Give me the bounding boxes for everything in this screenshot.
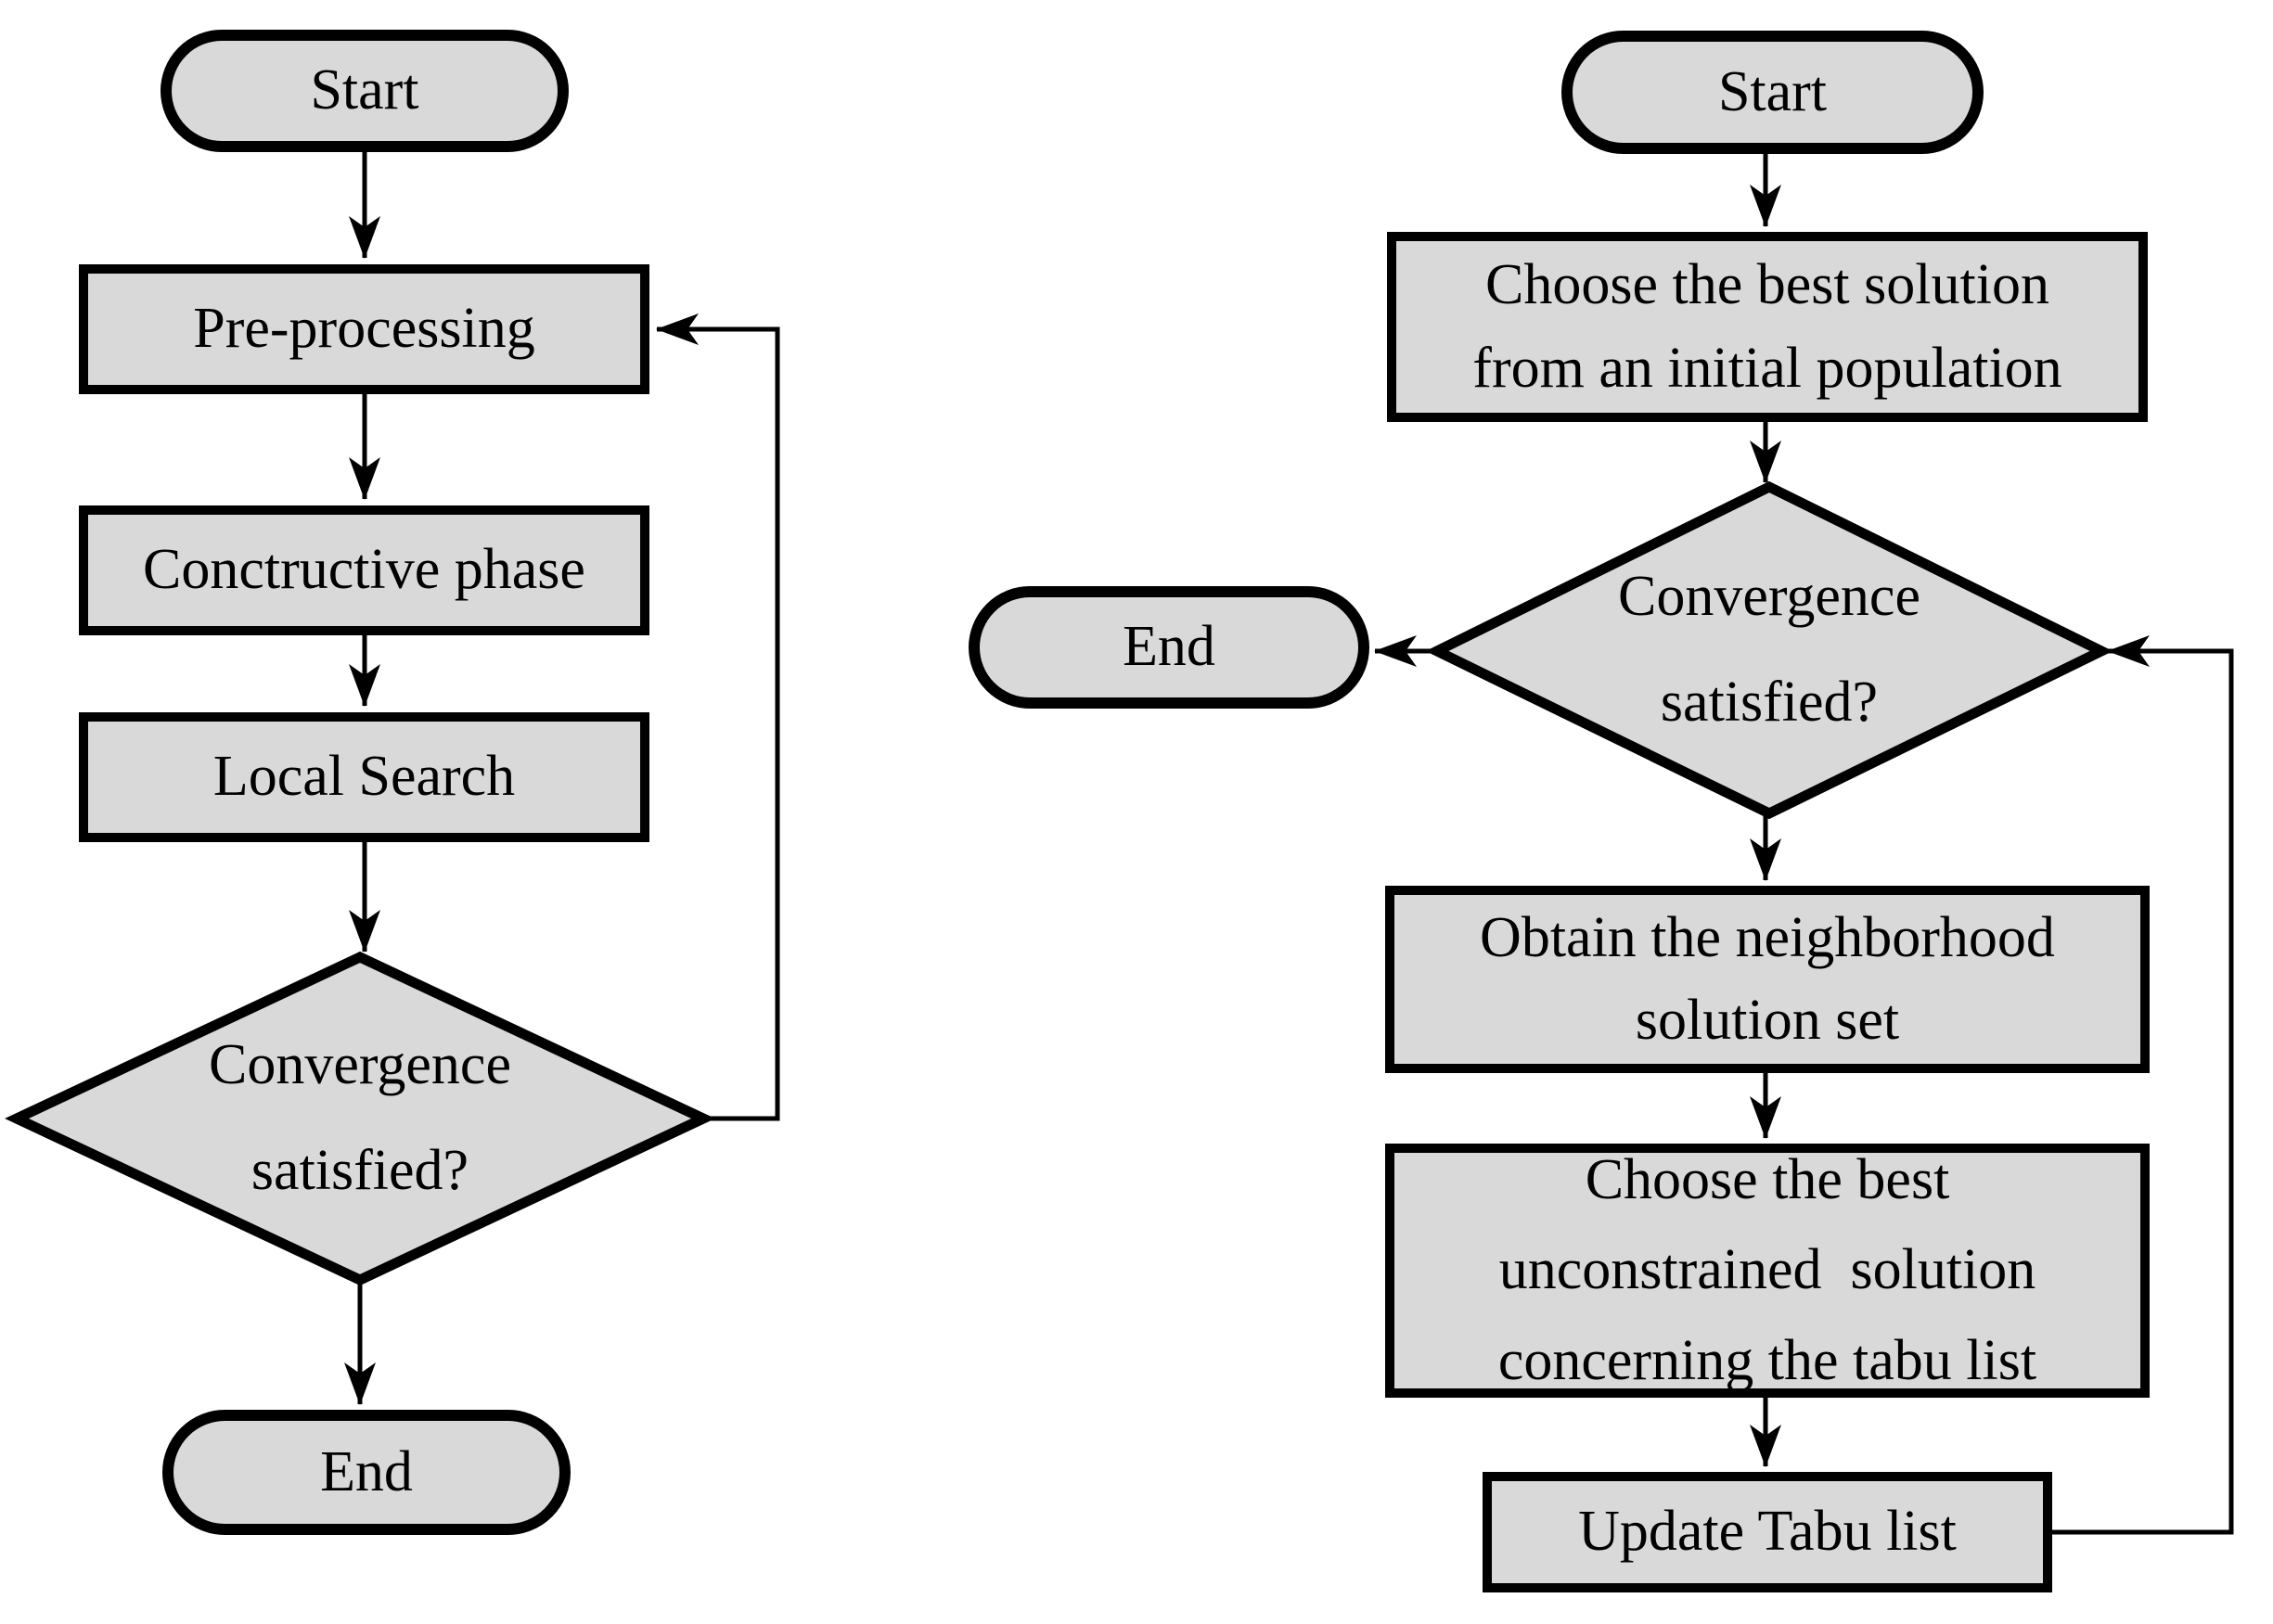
left-constructive-phase-label: Conctructive phase <box>143 538 585 602</box>
right-obtain-neighborhood-line-2: solution set <box>1635 989 1900 1052</box>
right-feedback-loop-arrow <box>2052 635 2234 1535</box>
right-choose-initial-line-2: from an initial population <box>1472 336 2062 400</box>
right-choose-unconstrained-node: Choose the best unconstrained solution c… <box>1385 1144 2150 1398</box>
right-choose-unconstrained-line-2: unconstrained solution <box>1498 1238 2036 1302</box>
left-local-search-label: Local Search <box>212 745 516 809</box>
right-update-tabu-node: Update Tabu list <box>1483 1472 2052 1592</box>
left-end-label: End <box>320 1439 413 1503</box>
left-constructive-phase-node: Conctructive phase <box>79 505 649 635</box>
left-preprocessing-label: Pre-processing <box>193 297 535 361</box>
left-feedback-loop-arrow <box>656 313 780 1121</box>
right-start-label: Start <box>1717 59 1828 123</box>
left-start-label: Start <box>310 58 419 122</box>
right-obtain-neighborhood-line-1: Obtain the neighborhood <box>1480 905 2055 969</box>
right-choose-unconstrained-line-3: concerning the tabu list <box>1497 1328 2037 1392</box>
right-choose-unconstrained-line-1: Choose the best <box>1585 1148 1950 1212</box>
left-start-node: Start <box>161 30 569 152</box>
left-decision-diamond <box>5 951 715 1286</box>
right-decision-diamond <box>1425 480 2113 820</box>
left-local-search-node: Local Search <box>79 712 649 842</box>
right-choose-initial-node: Choose the best solution from an initial… <box>1387 232 2148 422</box>
right-start-node: Start <box>1561 31 1984 154</box>
right-end-label: End <box>1123 615 1215 679</box>
right-obtain-neighborhood-node: Obtain the neighborhood solution set <box>1385 886 2150 1073</box>
left-end-node: End <box>162 1410 571 1535</box>
left-preprocessing-node: Pre-processing <box>79 264 649 394</box>
right-choose-initial-line-1: Choose the best solution <box>1485 253 2049 317</box>
right-update-tabu-label: Update Tabu list <box>1578 1500 1957 1564</box>
right-end-node: End <box>969 586 1369 709</box>
